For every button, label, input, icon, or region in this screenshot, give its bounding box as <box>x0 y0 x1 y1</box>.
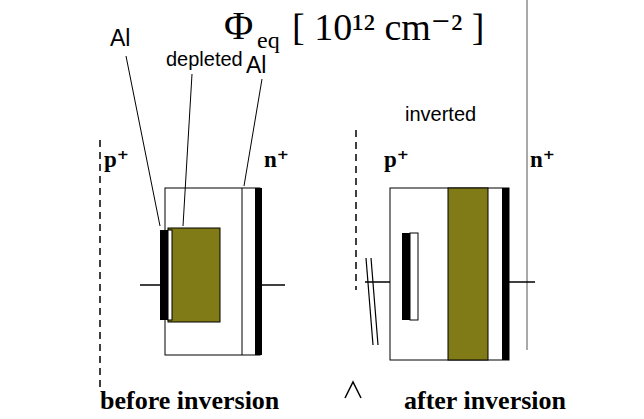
n-implant-edge <box>242 188 243 355</box>
bulk-outline <box>390 188 509 360</box>
axis-subscript: eq <box>257 28 280 52</box>
bulk-outline <box>165 188 260 355</box>
doping-label: p⁺ <box>104 148 129 171</box>
sensor-after <box>365 188 535 360</box>
part-label: Al <box>246 54 266 77</box>
terminal-wire <box>509 281 535 283</box>
al-contact <box>160 230 168 320</box>
leader-line <box>126 56 160 226</box>
axis-symbol: Φ <box>224 6 253 46</box>
al-contact <box>502 188 509 360</box>
al-contact <box>402 233 410 320</box>
leader-line <box>244 79 262 186</box>
terminal-wire <box>140 284 160 286</box>
caption-label: after inversion <box>404 388 566 414</box>
leader-line <box>183 74 192 226</box>
sensor-before <box>126 56 285 355</box>
depleted-region <box>168 228 220 322</box>
doping-label: p⁺ <box>384 148 409 171</box>
axis-line <box>527 0 528 350</box>
region-label: depleted <box>166 49 243 69</box>
dashed-line <box>355 130 357 290</box>
axis-unit: [ 10¹² cm⁻² ] <box>292 8 484 46</box>
doping-label: n⁺ <box>530 148 555 171</box>
region-label: inverted <box>405 104 476 124</box>
fragment-line <box>371 258 378 345</box>
caption-label: before inversion <box>100 388 279 414</box>
doping-label: n⁺ <box>264 148 289 171</box>
p-implant <box>410 233 418 320</box>
al-contact <box>255 188 262 355</box>
fragment-mark <box>345 382 361 398</box>
depleted-region <box>448 188 488 360</box>
part-label: Al <box>110 27 130 50</box>
p-implant <box>168 230 172 320</box>
dashed-line <box>99 140 101 392</box>
terminal-wire <box>262 284 285 286</box>
